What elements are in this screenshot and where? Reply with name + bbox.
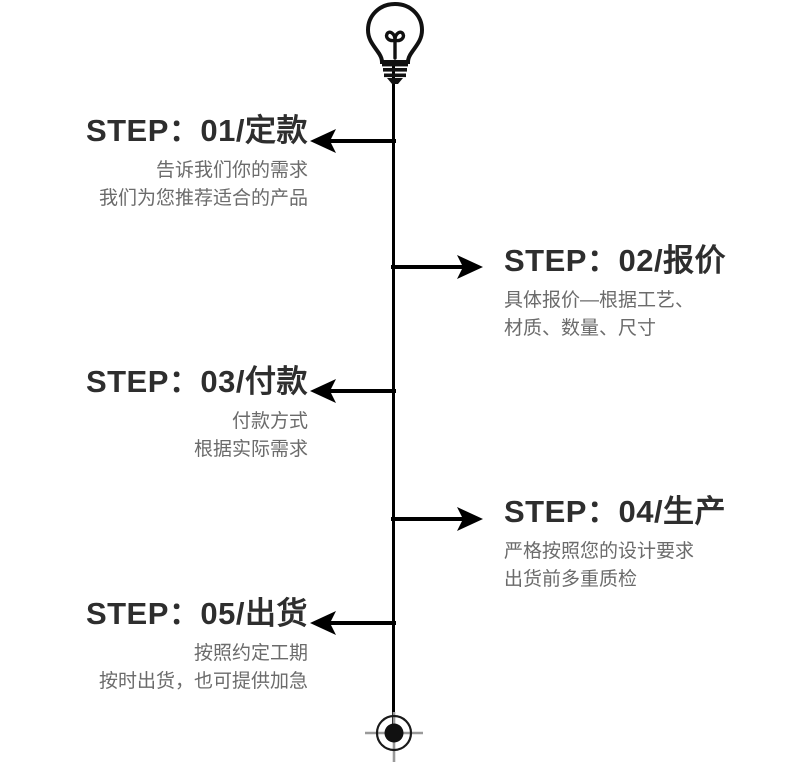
crosshair-target-icon bbox=[363, 702, 425, 764]
step-block-04: STEP：04/生产 严格按照您的设计要求 出货前多重质检 bbox=[504, 494, 727, 593]
step-title-03: STEP：03/付款 bbox=[85, 364, 308, 399]
connector-arrow-step-04 bbox=[391, 504, 483, 534]
connector-arrow-step-02 bbox=[391, 252, 483, 282]
step-desc-04: 严格按照您的设计要求 出货前多重质检 bbox=[504, 538, 726, 593]
step-title-04: STEP：04/生产 bbox=[504, 494, 727, 529]
step-title-05: STEP：05/出货 bbox=[85, 596, 308, 631]
step-title-01: STEP：01/定款 bbox=[85, 113, 308, 148]
step-desc-line: 出货前多重质检 bbox=[504, 568, 638, 590]
step-desc-line: 告诉我们你的需求 bbox=[155, 160, 308, 182]
timeline-spine bbox=[392, 62, 395, 730]
step-desc-01: 告诉我们你的需求 我们为您推荐适合的产品 bbox=[86, 157, 308, 212]
step-desc-line: 按照约定工期 bbox=[193, 643, 308, 665]
step-block-03: STEP：03/付款 付款方式 根据实际需求 bbox=[85, 364, 308, 463]
step-desc-02: 具体报价—根据工艺、 材质、数量、尺寸 bbox=[504, 287, 726, 342]
lightbulb-icon bbox=[357, 0, 433, 86]
connector-arrow-step-05 bbox=[310, 608, 396, 638]
connector-arrow-step-01 bbox=[310, 126, 396, 156]
step-desc-05: 按照约定工期 按时出货，也可提供加急 bbox=[86, 640, 308, 695]
step-desc-line: 付款方式 bbox=[231, 411, 308, 433]
step-block-02: STEP：02/报价 具体报价—根据工艺、 材质、数量、尺寸 bbox=[504, 243, 727, 342]
connector-arrow-step-03 bbox=[310, 376, 396, 406]
step-title-02: STEP：02/报价 bbox=[504, 243, 727, 278]
step-desc-line: 根据实际需求 bbox=[193, 438, 308, 460]
step-desc-03: 付款方式 根据实际需求 bbox=[86, 408, 308, 463]
step-desc-line: 严格按照您的设计要求 bbox=[504, 541, 695, 563]
step-desc-line: 具体报价—根据工艺、 bbox=[504, 290, 695, 312]
step-desc-line: 材质、数量、尺寸 bbox=[504, 317, 657, 339]
step-block-01: STEP：01/定款 告诉我们你的需求 我们为您推荐适合的产品 bbox=[85, 113, 308, 212]
step-block-05: STEP：05/出货 按照约定工期 按时出货，也可提供加急 bbox=[85, 596, 308, 695]
step-desc-line: 按时出货，也可提供加急 bbox=[98, 670, 308, 692]
step-desc-line: 我们为您推荐适合的产品 bbox=[98, 187, 308, 209]
